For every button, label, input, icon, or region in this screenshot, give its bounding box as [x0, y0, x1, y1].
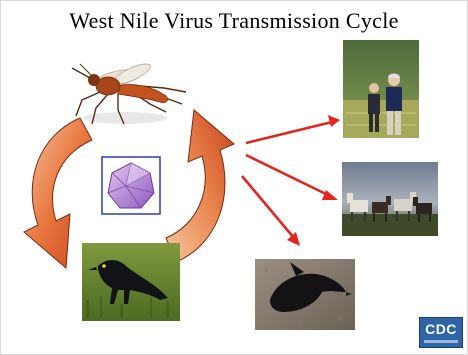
spread-arrows [242, 115, 340, 246]
cdc-logo-bar [424, 340, 458, 343]
cycle-arrow-left [24, 118, 92, 268]
humans-image [343, 40, 419, 138]
bird-image [82, 243, 180, 321]
cdc-logo: CDC [419, 317, 463, 348]
arrow-to-horses [246, 155, 338, 200]
virus-image [102, 157, 160, 214]
cdc-logo-text: CDC [420, 320, 462, 338]
cycle-arrow-right [166, 110, 234, 262]
arrow-to-humans [246, 115, 340, 143]
mosquito-image [72, 60, 186, 124]
horses-image [342, 162, 438, 236]
arrow-to-dead-bird [242, 176, 300, 246]
dead-bird-image [255, 259, 355, 330]
